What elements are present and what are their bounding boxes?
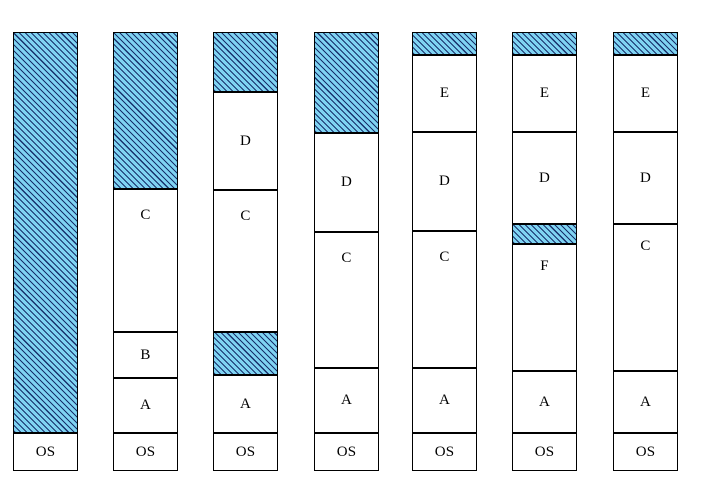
block-label: D: [239, 132, 252, 149]
block-label: E: [640, 85, 651, 101]
block-label: C: [240, 208, 251, 224]
process-block-c: C: [113, 189, 178, 332]
block-label: OS: [434, 443, 455, 460]
free-memory-block: [314, 32, 379, 133]
block-label: A: [340, 392, 353, 408]
free-memory-block: [412, 32, 477, 55]
process-block-c: C: [613, 224, 678, 371]
process-block-d: D: [512, 132, 577, 224]
process-block-d: D: [213, 92, 278, 190]
block-label: OS: [635, 443, 656, 460]
process-block-b: B: [113, 332, 178, 378]
free-memory-block: [512, 32, 577, 55]
memory-column-step-6: E D F A OS: [512, 32, 577, 471]
block-label: B: [140, 346, 151, 363]
process-block-os: OS: [113, 433, 178, 471]
process-block-d: D: [412, 132, 477, 231]
process-block-os: OS: [314, 433, 379, 471]
block-label: C: [140, 207, 151, 223]
process-block-a: A: [113, 378, 178, 433]
process-block-os: OS: [412, 433, 477, 471]
block-label: C: [439, 249, 450, 265]
process-block-c: C: [314, 232, 379, 368]
free-memory-block: [13, 32, 78, 433]
memory-column-step-4: D C A OS: [314, 32, 379, 471]
block-label: F: [540, 258, 549, 274]
block-label: D: [340, 174, 353, 190]
block-label: OS: [534, 443, 555, 460]
process-block-a: A: [613, 371, 678, 433]
block-label: OS: [35, 443, 56, 460]
process-block-c: C: [213, 190, 278, 332]
process-block-d: D: [314, 133, 379, 232]
block-label: D: [538, 169, 551, 186]
block-label: OS: [336, 443, 357, 460]
block-label: E: [439, 85, 450, 101]
block-label: D: [639, 169, 652, 186]
block-label: OS: [235, 443, 256, 460]
block-label: A: [538, 393, 551, 410]
block-label: D: [438, 173, 451, 189]
block-label: A: [438, 392, 451, 408]
block-label: A: [639, 393, 652, 410]
block-label: C: [640, 238, 651, 254]
free-memory-block: [213, 332, 278, 375]
process-block-a: A: [512, 371, 577, 433]
process-block-f: F: [512, 244, 577, 371]
memory-column-step-2: C B A OS: [113, 32, 178, 471]
process-block-e: E: [613, 55, 678, 132]
block-label: C: [341, 250, 352, 266]
block-label: OS: [135, 443, 156, 460]
process-block-a: A: [412, 368, 477, 433]
process-block-c: C: [412, 231, 477, 368]
memory-column-step-7: E D C A OS: [613, 32, 678, 471]
memory-column-step-5: E D C A OS: [412, 32, 477, 471]
process-block-os: OS: [13, 433, 78, 471]
free-memory-block: [213, 32, 278, 92]
memory-column-step-3: D C A OS: [213, 32, 278, 471]
block-label: E: [539, 85, 550, 101]
block-label: A: [139, 397, 152, 413]
free-memory-block: [113, 32, 178, 189]
process-block-os: OS: [213, 433, 278, 471]
free-memory-block: [512, 224, 577, 244]
process-block-e: E: [512, 55, 577, 132]
process-block-a: A: [213, 375, 278, 433]
process-block-e: E: [412, 55, 477, 132]
process-block-d: D: [613, 132, 678, 224]
free-memory-block: [613, 32, 678, 55]
process-block-a: A: [314, 368, 379, 433]
memory-column-step-1: OS: [13, 32, 78, 471]
process-block-os: OS: [512, 433, 577, 471]
block-label: A: [239, 395, 252, 412]
process-block-os: OS: [613, 433, 678, 471]
